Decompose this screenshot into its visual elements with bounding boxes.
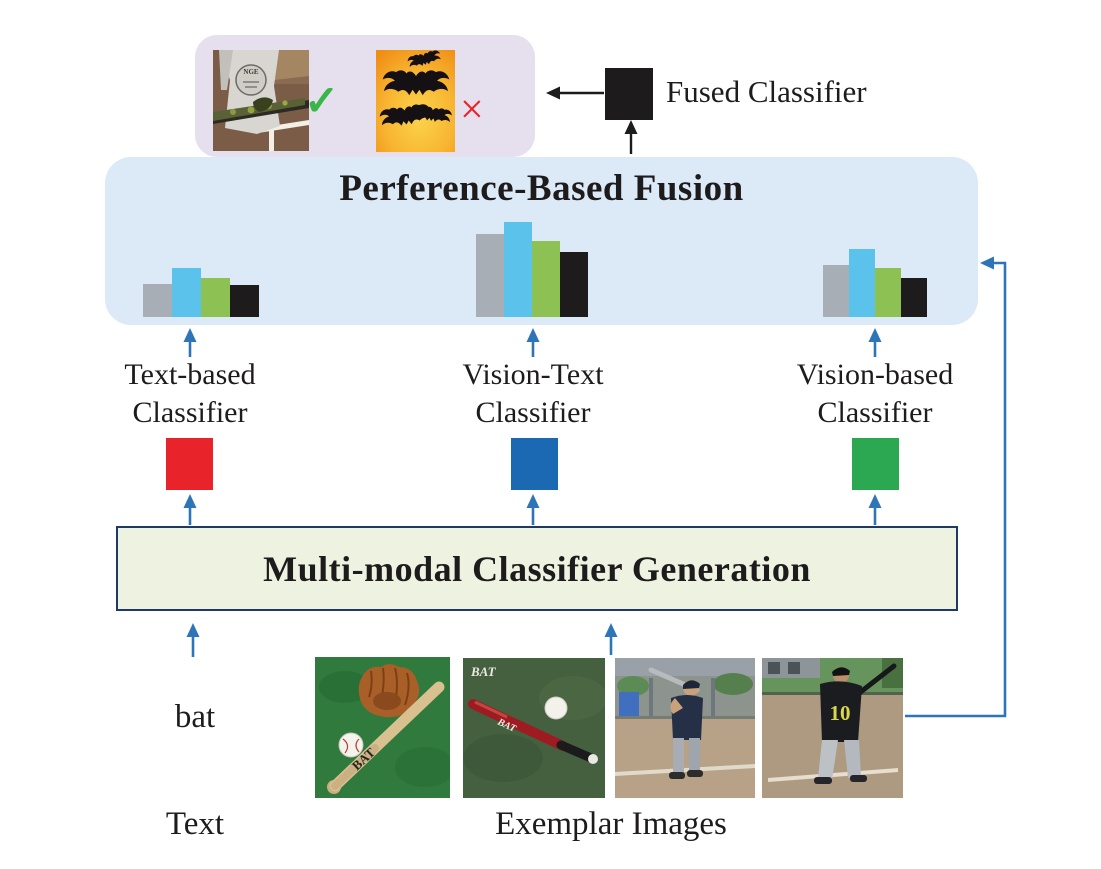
label-line1: Text-based (124, 358, 256, 391)
flying-bats-photo (376, 50, 455, 152)
text-based-classifier-square (166, 438, 213, 490)
vision-text-classifier-label: Vision-Text Classifier (393, 356, 673, 432)
exemplar-image-red-bat: BAT BAT (463, 658, 605, 798)
score-bar-0 (143, 284, 172, 317)
score-bar-3 (901, 278, 927, 317)
baseball (338, 732, 364, 758)
equipment-box (619, 692, 639, 716)
hand-grip (253, 97, 273, 112)
fused-classifier-label: Fused Classifier (666, 74, 867, 109)
score-bar-1 (504, 222, 532, 317)
score-bar-2 (532, 241, 560, 317)
score-bar-2 (875, 268, 901, 317)
label-line1: Vision-Text (462, 358, 604, 391)
vision-based-classifier-label: Vision-based Classifier (735, 356, 1015, 432)
fusion-to-fused-arrow (624, 120, 638, 154)
check-icon: ✓ (304, 79, 340, 125)
jersey-number: 10 (830, 701, 851, 725)
exemplar-images-label: Exemplar Images (495, 806, 727, 842)
text-input-label: Text (165, 806, 225, 842)
score-bar-1 (849, 249, 875, 317)
vision-based-classifier-square (852, 438, 899, 490)
shirt-print-text: NGE (243, 68, 259, 76)
exemplar-to-fusion-feedback-arrow (905, 256, 1007, 718)
bat-grip (556, 740, 596, 763)
score-bar-2 (201, 278, 230, 317)
text-input-value: bat (174, 699, 216, 735)
red-bat (468, 699, 568, 751)
generation-box-title: Multi-modal Classifier Generation (263, 548, 811, 589)
generation-box: Multi-modal Classifier Generation (116, 526, 958, 611)
corner-overlay-text: BAT (470, 664, 497, 679)
score-bar-0 (476, 234, 504, 317)
fused-to-prediction-arrow (546, 86, 604, 100)
score-bar-3 (560, 252, 588, 317)
baseball (544, 696, 568, 720)
vision-text-score-chart (476, 217, 588, 317)
label-line1: Vision-based (796, 358, 954, 391)
score-bar-1 (172, 268, 201, 317)
exemplar-image-batter-front (615, 658, 755, 798)
vision-based-score-chart (823, 217, 927, 317)
generation-to-classifier-arrows (183, 494, 882, 525)
bat-silhouettes (379, 50, 452, 126)
label-line2: Classifier (475, 396, 591, 429)
label-line2: Classifier (817, 396, 933, 429)
batter: 10 (814, 663, 897, 784)
score-bar-3 (230, 285, 259, 317)
fusion-box-title: Perference-Based Fusion (339, 168, 744, 209)
classifier-to-fusion-arrows (183, 328, 882, 357)
batter (648, 667, 703, 779)
fused-classifier-square (605, 68, 653, 120)
score-bar-0 (823, 265, 849, 317)
input-to-generation-arrows (186, 623, 618, 657)
vision-text-classifier-square (511, 438, 558, 490)
cross-icon: × (460, 87, 484, 133)
bat (855, 663, 897, 697)
exemplar-image-glove-bat: BAT (315, 657, 450, 798)
text-based-score-chart (143, 217, 259, 317)
exemplar-image-batter-back: 10 (762, 658, 903, 798)
text-based-classifier-label: Text-based Classifier (50, 356, 330, 432)
label-line2: Classifier (132, 396, 248, 429)
baseball-bat-photo: NGE (213, 50, 309, 151)
